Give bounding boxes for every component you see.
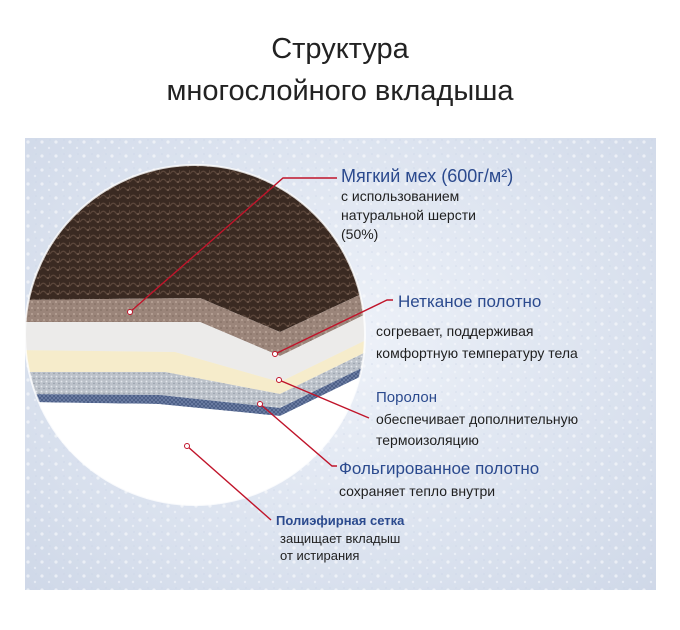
foil-layer: [25, 350, 365, 408]
callout-foam: Поролон обеспечивает дополнительную терм…: [376, 388, 578, 450]
leader-line-fur: [129, 177, 337, 313]
leader-line-foil: [259, 403, 337, 467]
layer-name: Мягкий мех (600г/м²): [341, 166, 514, 186]
layer-desc-line: термоизоляцию: [376, 432, 479, 448]
fur-layer: [25, 165, 365, 332]
leader-lines: [129, 177, 393, 521]
foam-layer: [25, 338, 365, 394]
title-line-2: многослойного вкладыша: [166, 75, 514, 107]
layer-desc-line: с использованием: [341, 188, 460, 204]
callout-nonwoven-desc: согревает, поддерживая комфортную темпер…: [376, 319, 578, 363]
layer-name: Фольгированное полотно: [339, 459, 540, 478]
title-line-1: Структура: [271, 33, 409, 65]
layer-name: Полиэфирная сетка: [276, 513, 405, 528]
callout-foil: Фольгированное полотно сохраняет тепло в…: [339, 458, 539, 502]
layer-desc-line: согревает, поддерживая: [376, 323, 534, 339]
leader-line-foam: [278, 379, 370, 419]
layer-desc-line: обеспечивает дополнительную: [376, 411, 579, 427]
layer-name: Нетканое полотно: [398, 292, 542, 311]
mesh-layer: [25, 364, 365, 416]
layer-desc-line: сохраняет тепло внутри: [339, 483, 496, 499]
layer-cutaway: [25, 165, 365, 505]
layer-desc-line: (50%): [341, 226, 379, 242]
leader-line-nonwoven: [274, 299, 393, 355]
callout-nonwoven: Нетканое полотно: [398, 291, 541, 313]
layer-desc-line: комфортную температуру тела: [376, 345, 578, 361]
nonwoven-layer: [25, 312, 365, 382]
callout-mesh: Полиэфирная сетка защищает вкладыш от ис…: [276, 512, 404, 564]
callout-fur: Мягкий мех (600г/м²) с использованием на…: [341, 165, 513, 244]
layer-desc-line: натуральной шерсти: [341, 207, 476, 223]
layer-desc-line: защищает вкладыш: [280, 531, 401, 546]
layer-desc-line: от истирания: [280, 548, 360, 563]
leader-line-mesh: [186, 445, 272, 521]
layer-name: Поролон: [376, 389, 438, 406]
felt-layer: [25, 290, 365, 356]
